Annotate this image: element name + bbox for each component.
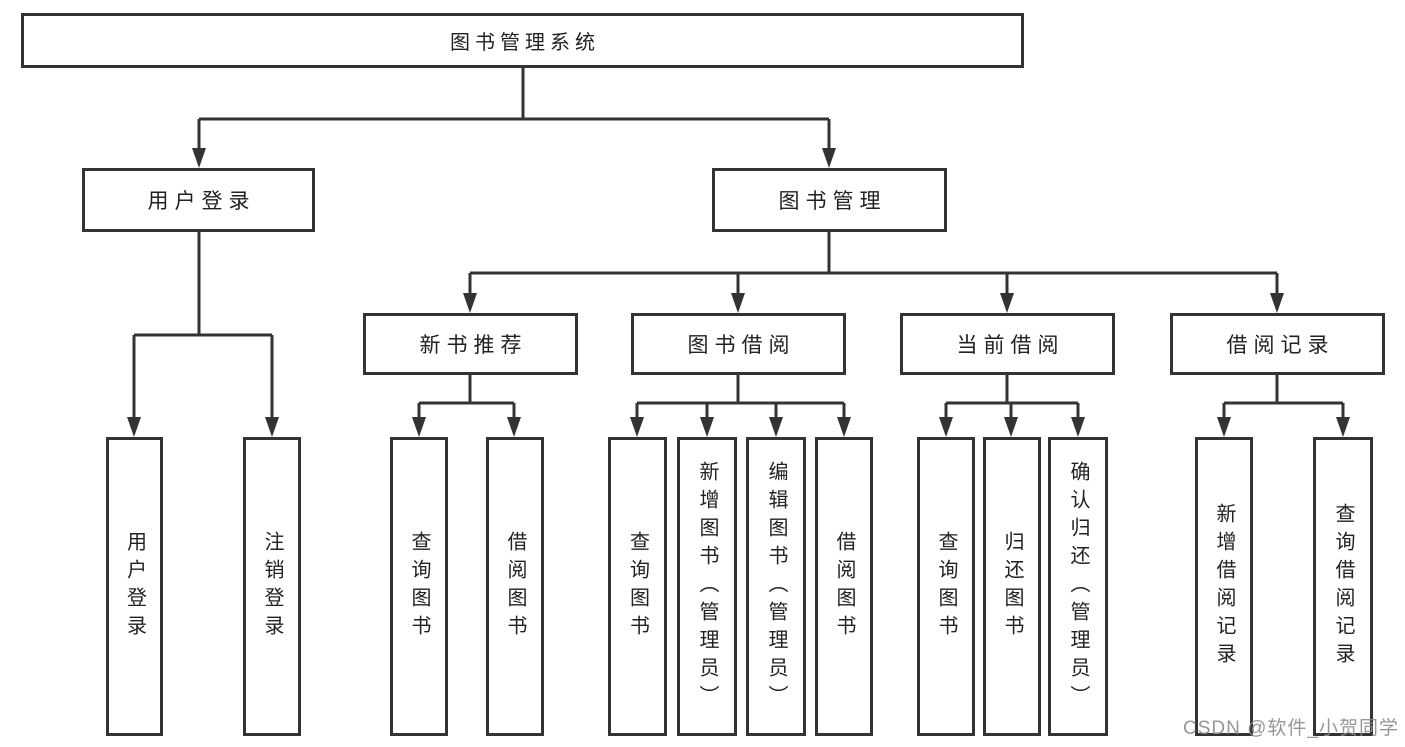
node-user-login: 用户登录 [82, 168, 315, 232]
leaf-query-borrow-record: 查询借阅记录 [1313, 437, 1373, 736]
leaf-add-book-admin-label: 新增图书（管理员） [696, 460, 718, 713]
leaf-query-books-borrow-label: 查询图书 [626, 530, 649, 643]
node-root: 图书管理系统 [21, 13, 1024, 68]
leaf-add-book-admin: 新增图书（管理员） [677, 437, 737, 736]
leaf-borrow-books-label: 借阅图书 [833, 530, 855, 643]
node-book-borrow: 图书借阅 [631, 313, 846, 375]
leaf-user-login: 用户登录 [106, 437, 163, 736]
node-borrow-records: 借阅记录 [1170, 313, 1385, 375]
leaf-add-borrow-record-label: 新增借阅记录 [1213, 502, 1235, 671]
watermark: CSDN @软件_小贺同学 [1183, 718, 1399, 739]
leaf-edit-book-admin-label: 编辑图书（管理员） [765, 460, 787, 713]
node-book-management: 图书管理 [712, 168, 947, 232]
leaf-logout: 注销登录 [243, 437, 301, 736]
leaf-query-books-recommend-label: 查询图书 [408, 530, 430, 643]
leaf-borrow-books: 借阅图书 [815, 437, 873, 736]
leaf-logout-label: 注销登录 [261, 530, 283, 643]
node-current-borrow: 当前借阅 [900, 313, 1115, 375]
leaf-add-borrow-record: 新增借阅记录 [1195, 437, 1253, 736]
leaf-query-books-current: 查询图书 [917, 437, 975, 736]
leaf-return-book: 归还图书 [983, 437, 1041, 736]
leaf-confirm-return-admin-label: 确认归还（管理员） [1067, 460, 1089, 713]
leaf-confirm-return-admin: 确认归还（管理员） [1048, 437, 1108, 736]
leaf-edit-book-admin: 编辑图书（管理员） [746, 437, 806, 736]
leaf-query-books-recommend: 查询图书 [390, 437, 448, 736]
leaf-query-books-current-label: 查询图书 [935, 530, 957, 643]
leaf-user-login-label: 用户登录 [123, 530, 146, 643]
node-new-book-recommend: 新书推荐 [363, 313, 578, 375]
leaf-return-book-label: 归还图书 [1001, 530, 1023, 643]
leaf-query-books-borrow: 查询图书 [608, 437, 667, 736]
leaf-query-borrow-record-label: 查询借阅记录 [1332, 502, 1354, 671]
leaf-borrow-books-recommend: 借阅图书 [486, 437, 544, 736]
leaf-borrow-books-recommend-label: 借阅图书 [504, 530, 526, 643]
